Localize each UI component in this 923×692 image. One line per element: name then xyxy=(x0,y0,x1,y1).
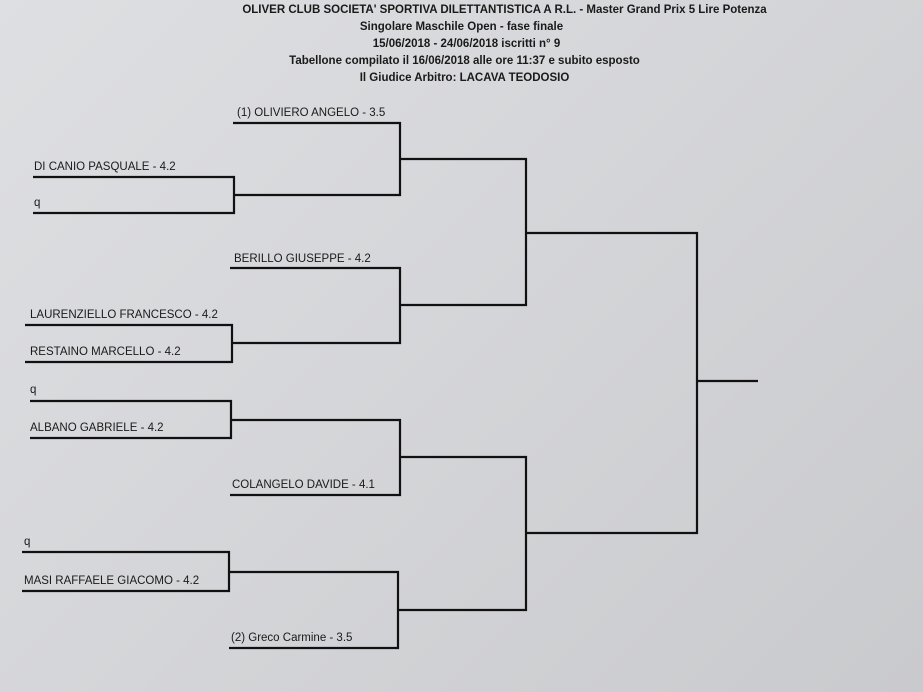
bracket-line xyxy=(230,266,402,345)
bracket-line xyxy=(25,323,234,364)
player-slot: q xyxy=(34,197,41,209)
bracket-line xyxy=(526,231,699,535)
bracket-line xyxy=(400,157,528,307)
bracket-line xyxy=(33,175,236,215)
event-dates: 15/06/2018 - 24/06/2018 iscritti n° 9 xyxy=(372,38,561,50)
bracket-line xyxy=(233,121,402,197)
player-slot: COLANGELO DAVIDE - 4.1 xyxy=(232,479,375,491)
player-slot: DI CANIO PASQUALE - 4.2 xyxy=(34,161,176,173)
player-slot: q xyxy=(24,536,31,548)
event-title: Singolare Maschile Open - fase finale xyxy=(359,21,564,33)
player-slot: (1) OLIVIERO ANGELO - 3.5 xyxy=(237,107,386,119)
player-slot: (2) Greco Carmine - 3.5 xyxy=(231,632,353,644)
compiled-note: Tabellone compilato il 16/06/2018 alle o… xyxy=(289,55,640,67)
player-slot: LAURENZIELLO FRANCESCO - 4.2 xyxy=(30,309,218,321)
player-slot: MASI RAFFAELE GIACOMO - 4.2 xyxy=(24,575,200,587)
referee: Il Giudice Arbitro: LACAVA TEODOSIO xyxy=(359,72,570,84)
document-header: OLIVER CLUB SOCIETA' SPORTIVA DILETTANTI… xyxy=(0,2,923,87)
player-slot: ALBANO GABRIELE - 4.2 xyxy=(30,422,164,434)
player-slot: q xyxy=(30,384,37,396)
player-slot: BERILLO GIUSEPPE - 4.2 xyxy=(234,253,371,265)
player-slot: RESTAINO MARCELLO - 4.2 xyxy=(30,346,181,358)
club-title: OLIVER CLUB SOCIETA' SPORTIVA DILETTANTI… xyxy=(242,4,767,16)
bracket-line xyxy=(398,455,528,612)
